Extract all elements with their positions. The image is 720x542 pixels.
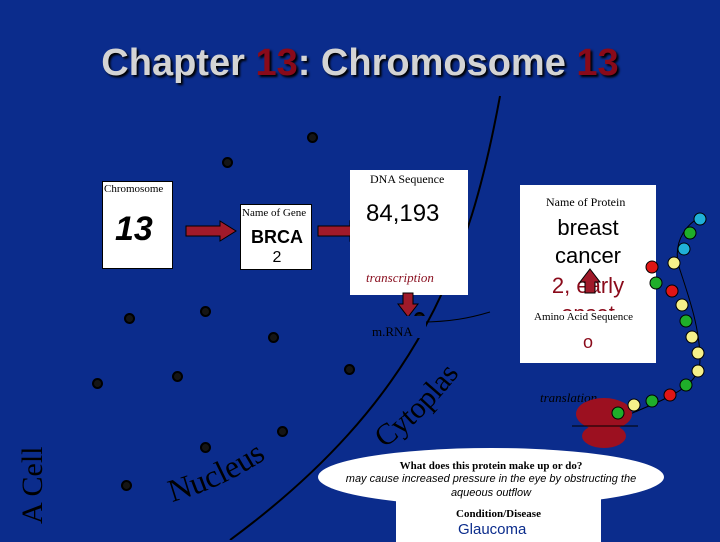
mrna-box: m.RNA xyxy=(358,316,426,338)
nucleus-label: Nucleus xyxy=(163,434,270,509)
amino-acid-bead-icon xyxy=(684,227,696,239)
amino-acid-bead-icon xyxy=(650,277,662,289)
chromosome-dot-icon xyxy=(121,480,132,491)
amino-acid-bead-icon xyxy=(680,315,692,327)
chromosome-dot-icon xyxy=(268,332,279,343)
up-arrow-icon xyxy=(579,268,601,294)
chromosome-dot-icon xyxy=(92,378,103,389)
amino-acid-chain xyxy=(600,205,715,425)
amino-acid-bead-icon xyxy=(678,243,690,255)
amino-acid-bead-icon xyxy=(686,331,698,343)
condition-label: Condition/Disease xyxy=(456,508,541,520)
gene-value-line1: BRCA xyxy=(241,227,313,248)
mrna-label: m.RNA xyxy=(372,324,413,340)
cytoplasm-label: Cytoplasm xyxy=(370,360,465,454)
gene-label: Name of Gene xyxy=(242,207,306,219)
amino-acid-bead-icon xyxy=(668,257,680,269)
cell-label: A Cell xyxy=(16,414,50,524)
chromosome-box: Chromosome 13 xyxy=(102,181,173,269)
function-ellipse: What does this protein make up or do? ma… xyxy=(318,448,664,506)
amino-acid-bead-icon xyxy=(694,213,706,225)
amino-acid-bead-icon xyxy=(646,261,658,273)
right-arrow-icon xyxy=(184,220,238,242)
chromosome-dot-icon xyxy=(200,306,211,317)
amino-acid-bead-icon xyxy=(612,407,624,419)
chromosome-dot-icon xyxy=(124,313,135,324)
condition-value: Glaucoma xyxy=(458,521,526,538)
chromosome-dot-icon xyxy=(344,364,355,375)
nucleus-label-svg: Nucleus xyxy=(160,430,290,510)
chromosome-value: 13 xyxy=(115,210,153,249)
chromosome-dot-icon xyxy=(172,371,183,382)
amino-acid-bead-icon xyxy=(646,395,658,407)
function-answer: may cause increased pressure in the eye … xyxy=(336,472,646,500)
amino-acid-bead-icon xyxy=(676,299,688,311)
transcription-label: transcription xyxy=(366,270,434,286)
amino-acid-bead-icon xyxy=(680,379,692,391)
amino-acid-bead-icon xyxy=(666,285,678,297)
dna-label: DNA Sequence xyxy=(370,172,444,187)
amino-acid-bead-icon xyxy=(628,399,640,411)
chromosome-label: Chromosome xyxy=(104,183,163,195)
amino-acid-bead-icon xyxy=(664,389,676,401)
dna-box: DNA Sequence 84,193 transcription xyxy=(350,170,468,295)
amino-acid-bead-icon xyxy=(692,365,704,377)
down-arrow-icon xyxy=(397,292,419,318)
gene-box: Name of Gene BRCA 2 xyxy=(240,204,312,270)
dna-value: 84,193 xyxy=(366,200,439,228)
cytoplasm-label-svg: Cytoplasm xyxy=(370,360,480,455)
chromosome-dot-icon xyxy=(222,157,233,168)
chromosome-dot-icon xyxy=(307,132,318,143)
function-question: What does this protein make up or do? xyxy=(318,460,664,472)
gene-value-line2: 2 xyxy=(241,249,313,267)
amino-acid-bead-icon xyxy=(692,347,704,359)
